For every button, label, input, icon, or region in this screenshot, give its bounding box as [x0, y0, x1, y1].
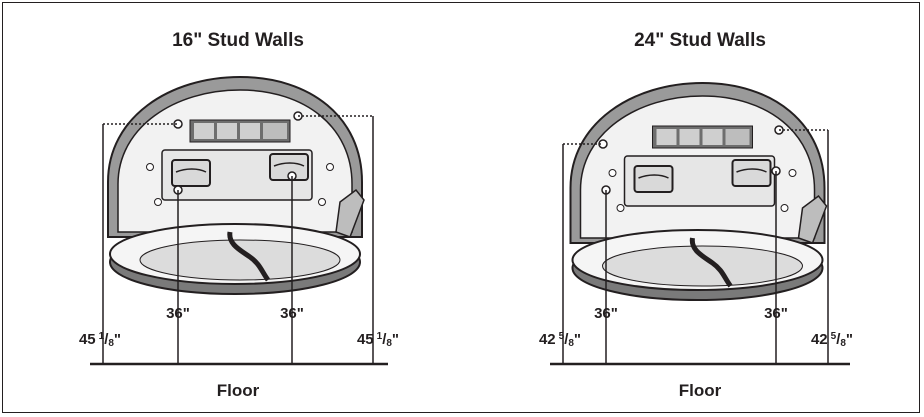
floor-label: Floor	[679, 381, 722, 400]
top-mounting-hole	[173, 119, 183, 129]
diagram-title: 16" Stud Walls	[172, 30, 304, 51]
diagram-frame	[2, 2, 920, 413]
inner-height-label: 36"	[280, 305, 304, 322]
inner-height-label: 36"	[594, 305, 618, 322]
diagram-title: 24" Stud Walls	[634, 30, 766, 51]
inner-height-label: 36"	[764, 305, 788, 322]
floor-label: Floor	[217, 381, 260, 400]
inner-height-label: 36"	[166, 305, 190, 322]
changing-station-illustration	[108, 77, 364, 294]
